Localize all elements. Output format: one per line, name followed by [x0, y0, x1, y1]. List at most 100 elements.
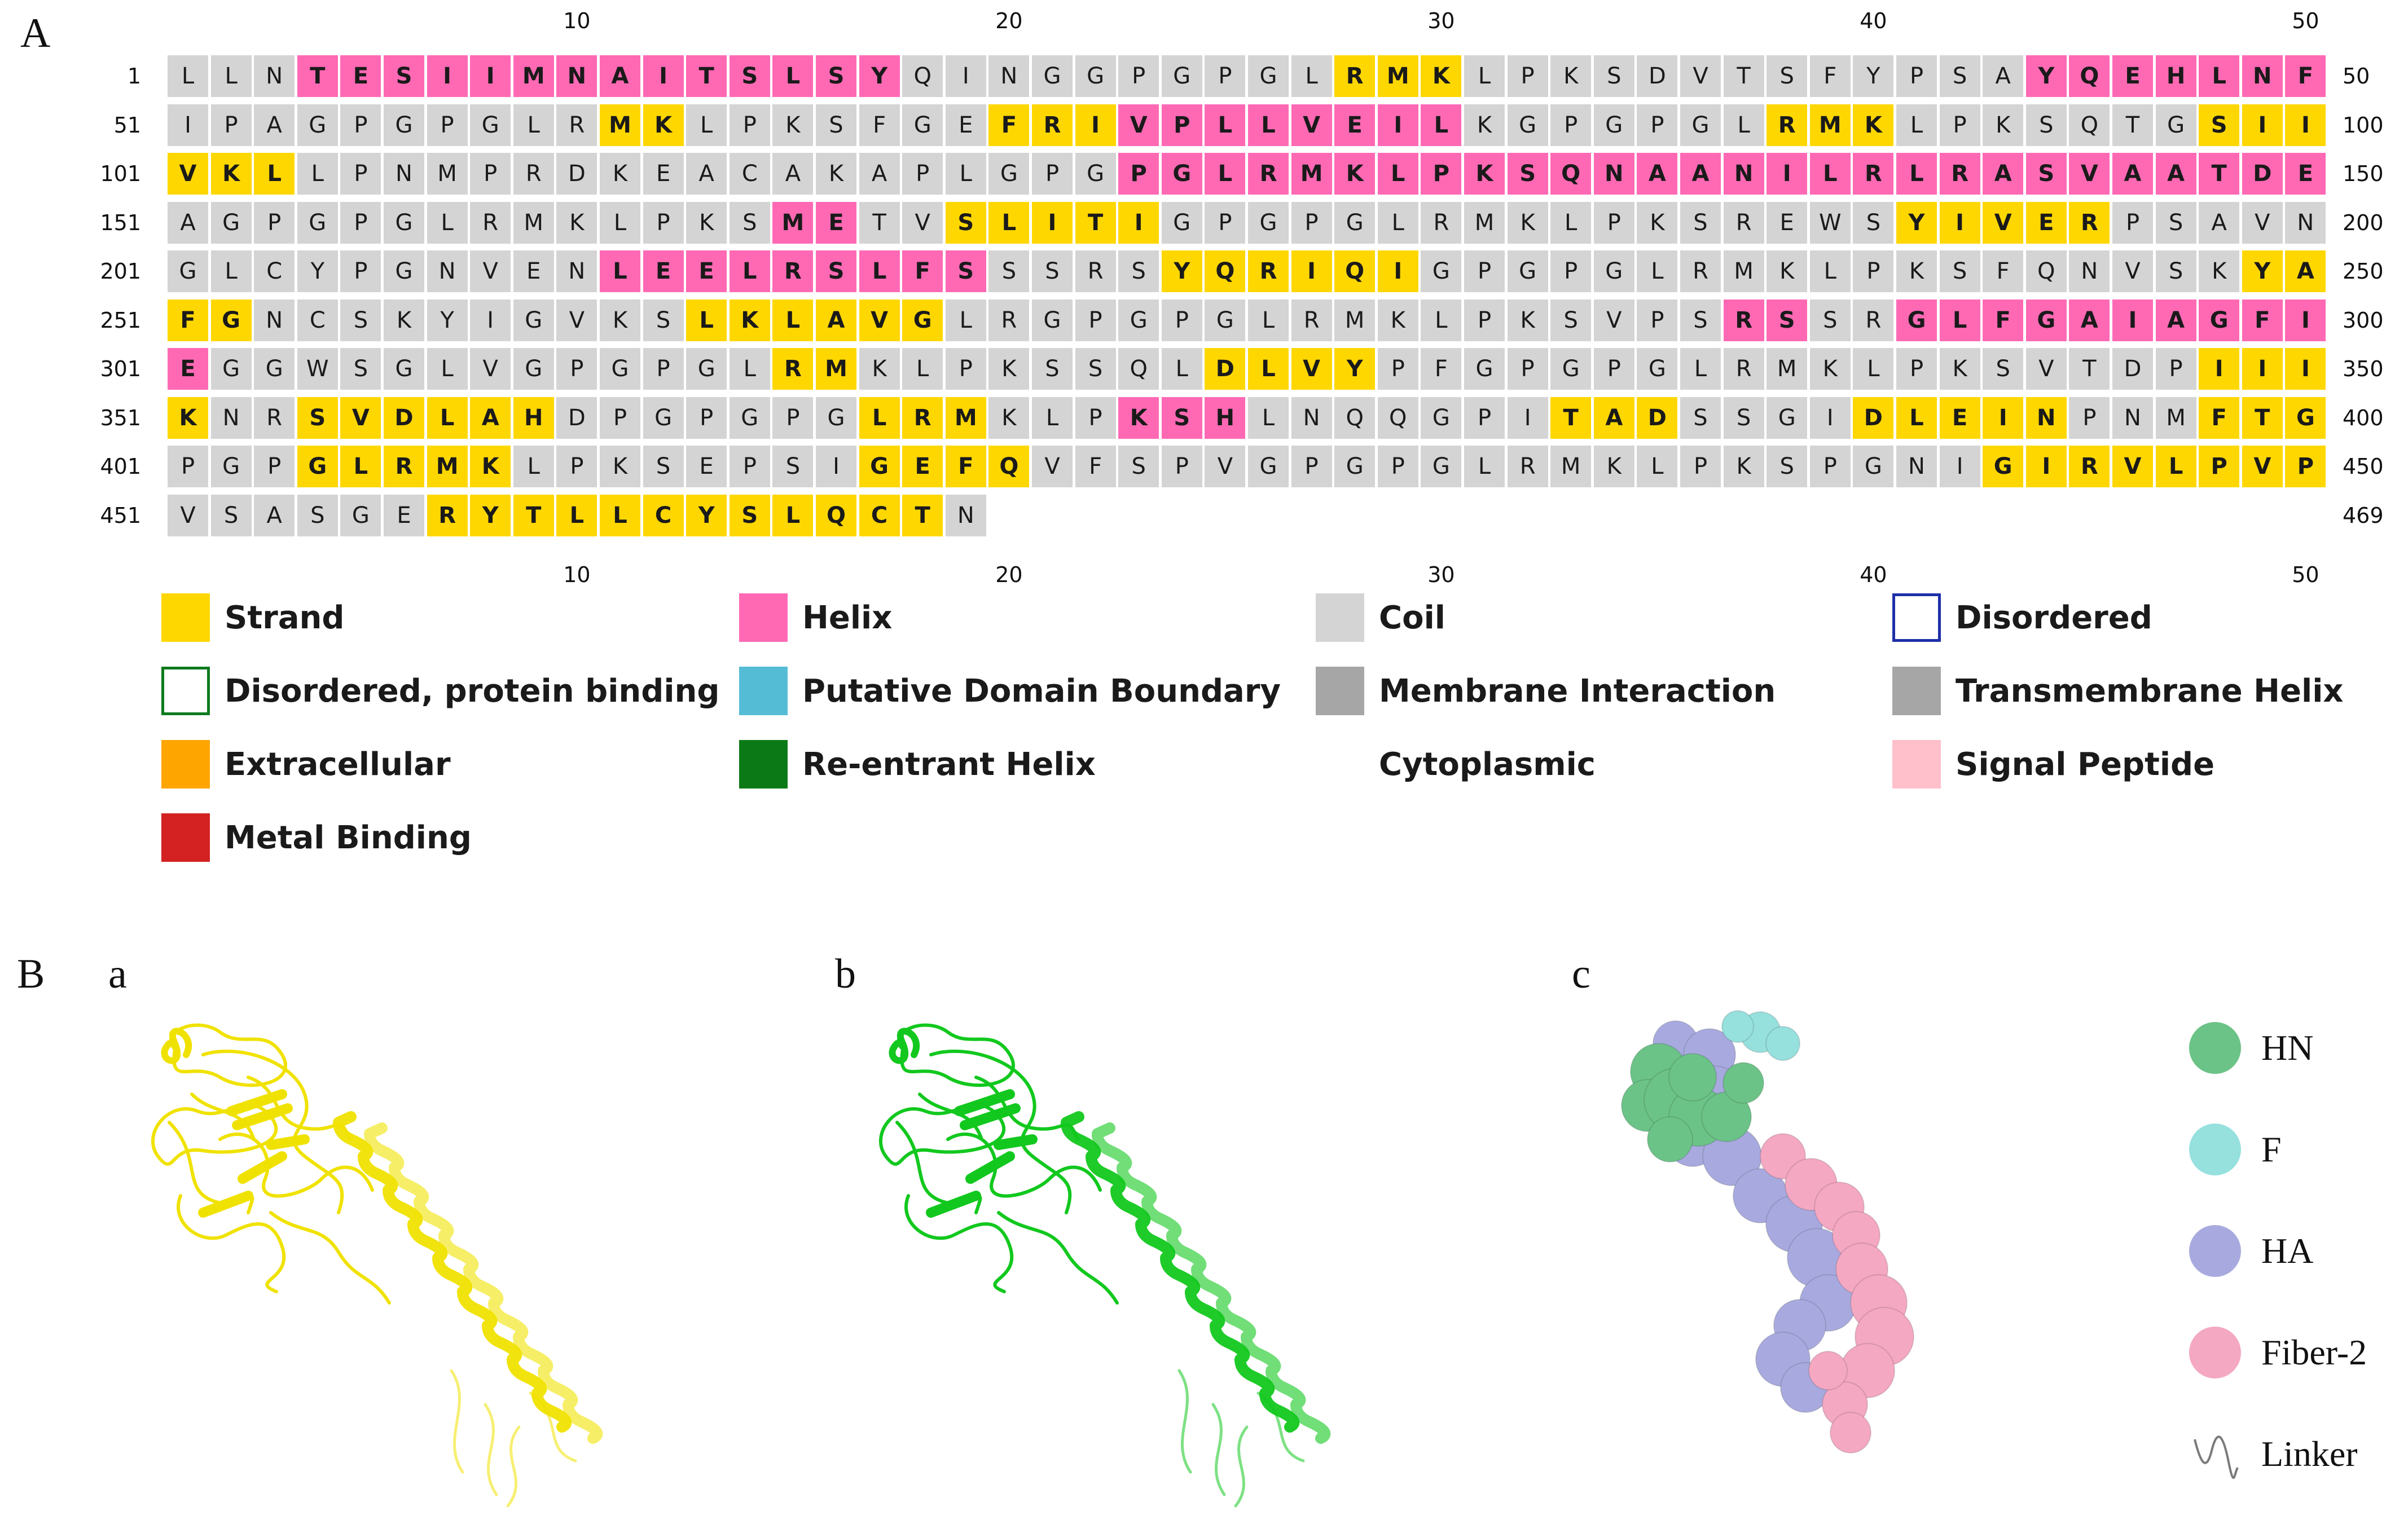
residue-cell: G: [2199, 299, 2240, 341]
residue-cell: R: [1421, 201, 1462, 244]
residue-cell: V: [859, 299, 900, 341]
residue-cell: L: [1809, 153, 1851, 195]
row-end-number: 469: [2343, 503, 2384, 528]
residue-cell: Y: [470, 494, 511, 536]
residue-cell: V: [1205, 446, 1246, 487]
residue-cell: G: [1637, 348, 1678, 390]
residue-cell: M: [1464, 201, 1505, 244]
legend-label: Membrane Interaction: [1379, 673, 1776, 710]
residue-cell: T: [297, 55, 338, 97]
legend-label: Strand: [225, 600, 345, 636]
column-number-bottom: 50: [2292, 562, 2319, 587]
residue-cell: R: [1939, 153, 1980, 195]
residue-cell: I: [1767, 153, 1808, 195]
residue-cell: T: [2242, 397, 2283, 439]
residue-cell: S: [210, 494, 252, 536]
residue-cell: P: [1032, 153, 1073, 195]
residue-cell: N: [556, 55, 597, 97]
column-number-bottom: 20: [995, 562, 1023, 587]
residue-cell: L: [254, 153, 295, 195]
residue-cell: E: [945, 104, 986, 146]
coil-loop: [269, 1211, 391, 1305]
legend-swatch: [1316, 667, 1364, 715]
residue-cell: A: [600, 55, 640, 97]
coil-loop: [201, 1049, 344, 1214]
residue-cell: L: [427, 201, 468, 244]
residue-cell: P: [556, 348, 597, 390]
residue-cell: P: [1464, 299, 1505, 341]
residue-cell: R: [384, 446, 424, 487]
residue-cell: T: [686, 55, 727, 97]
residue-cell: L: [1377, 153, 1418, 195]
residue-cell: E: [384, 494, 424, 536]
residue-cell: G: [297, 104, 338, 146]
column-number-top: 10: [563, 8, 591, 33]
residue-cell: R: [1853, 153, 1894, 195]
beta-strand: [965, 1151, 1015, 1184]
residue-cell: P: [1464, 250, 1505, 292]
legend-label: Helix: [802, 600, 893, 636]
residue-cell: K: [600, 153, 640, 195]
residue-cell: V: [1032, 446, 1073, 487]
residue-cell: G: [1464, 348, 1505, 390]
residue-cell: G: [1075, 153, 1116, 195]
residue-cell: N: [384, 153, 424, 195]
residue-cell: G: [1507, 250, 1548, 292]
residue-cell: P: [1161, 299, 1202, 341]
residue-cell: G: [470, 104, 511, 146]
residue-cell: L: [686, 299, 727, 341]
residue-cell: A: [1593, 397, 1634, 439]
legend-swatch: [1316, 593, 1364, 642]
residue-cell: R: [1507, 446, 1548, 487]
column-number-bottom: 30: [1427, 562, 1455, 587]
domain-swatch: [2189, 1022, 2241, 1074]
domain-legend-label: F: [2261, 1129, 2282, 1169]
residue-cell: G: [210, 446, 252, 487]
legend-label: Putative Domain Boundary: [802, 673, 1281, 710]
tail-loop: [506, 1425, 521, 1508]
residue-cell: S: [1161, 397, 1202, 439]
residue-cell: K: [1464, 153, 1505, 195]
residue-cell: T: [902, 494, 943, 536]
residue-cell: Y: [1853, 55, 1894, 97]
beta-strand: [238, 1151, 287, 1184]
residue-cell: L: [210, 55, 252, 97]
alpha-helix: [364, 1122, 603, 1444]
fiber-2-domain-surface: [1830, 1412, 1871, 1453]
residue-cell: P: [340, 201, 381, 244]
residue-cell: G: [1334, 446, 1376, 487]
residue-cell: P: [1593, 201, 1634, 244]
residue-cell: C: [859, 494, 900, 536]
coil-loop: [177, 1194, 286, 1293]
residue-cell: P: [340, 153, 381, 195]
residue-cell: M: [945, 397, 986, 439]
residue-cell: K: [600, 299, 640, 341]
residue-cell: D: [2112, 348, 2153, 390]
residue-cell: G: [254, 348, 295, 390]
tail-loop: [450, 1369, 464, 1474]
residue-cell: P: [1377, 348, 1418, 390]
residue-cell: Q: [988, 446, 1030, 487]
coil-loop: [904, 1194, 1014, 1293]
residue-cell: F: [859, 104, 900, 146]
residue-cell: K: [1767, 250, 1808, 292]
residue-cell: L: [686, 104, 727, 146]
residue-cell: E: [643, 153, 684, 195]
residue-cell: S: [1983, 348, 2024, 390]
residue-cell: Q: [1205, 250, 1246, 292]
residue-cell: I: [470, 299, 511, 341]
residue-cell: F: [168, 299, 208, 341]
residue-cell: F: [1983, 299, 2024, 341]
residue-cell: P: [1161, 104, 1202, 146]
residue-cell: S: [2199, 104, 2240, 146]
residue-cell: P: [2285, 446, 2326, 487]
tail-loop: [1177, 1369, 1192, 1474]
residue-cell: L: [427, 348, 468, 390]
residue-cell: V: [168, 494, 208, 536]
residue-cell: T: [1075, 201, 1116, 244]
residue-cell: S: [772, 446, 814, 487]
residue-cell: G: [384, 201, 424, 244]
residue-cell: Q: [1334, 397, 1376, 439]
residue-cell: G: [816, 397, 856, 439]
alpha-helix: [333, 1111, 572, 1433]
